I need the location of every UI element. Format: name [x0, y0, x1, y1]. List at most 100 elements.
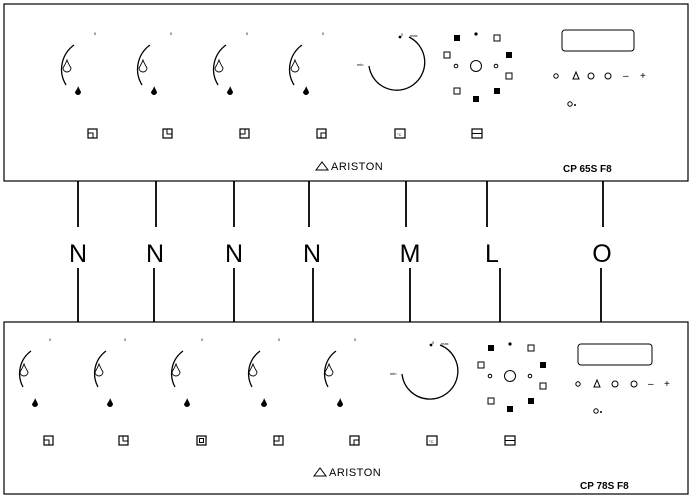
flame-large-icon	[75, 86, 81, 95]
defrost-icon	[527, 344, 535, 352]
timer-manual-icon	[567, 101, 573, 107]
knob-off-mark: 0	[94, 31, 97, 36]
flame-large-icon	[337, 398, 343, 407]
grill-icon	[539, 382, 547, 390]
zone-rear-left-icon	[118, 435, 129, 446]
thermostat-min-mark: min	[357, 62, 363, 67]
connector-N-4: N	[303, 181, 321, 322]
timer-manual-dot	[600, 411, 602, 413]
bottom-burner-knob-4[interactable]: 0	[247, 337, 281, 407]
knob-off-mark: 0	[322, 31, 325, 36]
bottom-model-label: CP 78S F8	[580, 481, 629, 492]
top-burner-knob-4[interactable]: 0	[288, 31, 325, 95]
timer-cook-start-icon[interactable]	[587, 72, 595, 80]
top-burner-knob-1[interactable]: 0	[60, 31, 97, 95]
selector-mark-right	[527, 373, 533, 379]
timer-minus-button[interactable]: –	[648, 379, 654, 390]
fan-grill-icon	[540, 362, 546, 368]
thermostat-min-mark: min	[390, 371, 396, 376]
zone-rear-left-icon	[162, 128, 173, 139]
bottom-burner-knob-2[interactable]: 0	[93, 337, 127, 407]
knob-off-mark: 0	[170, 31, 173, 36]
flame-small-icon	[171, 362, 181, 377]
selector-center-knob	[470, 60, 482, 72]
top-zone-icons: °C	[87, 128, 483, 139]
selector-off-dot	[474, 32, 478, 36]
svg-text:°C: °C	[397, 132, 402, 137]
flame-small-icon	[138, 58, 148, 73]
bottom-oven-function-selector[interactable]	[477, 342, 547, 412]
thermostat-dot	[429, 343, 433, 347]
flame-large-icon	[151, 86, 157, 95]
defrost-icon	[493, 34, 501, 42]
timer-bell-icon[interactable]	[575, 381, 581, 387]
connector-N-2: N	[146, 181, 164, 322]
timer-minus-button[interactable]: –	[623, 71, 629, 82]
connector-lines: N N N N M L O	[69, 181, 612, 322]
flame-large-icon	[107, 398, 113, 407]
thermostat-arc	[368, 36, 426, 91]
flame-small-icon	[248, 362, 258, 377]
top-panel-frame	[3, 3, 689, 182]
flame-large-icon	[227, 86, 233, 95]
bottom-oven-thermostat-knob[interactable]: 0 max min	[390, 340, 459, 400]
bottom-burner-knob-1[interactable]: 0	[18, 337, 52, 407]
bottom-timer[interactable]: – +	[575, 343, 670, 414]
oven-temperature-icon: °C	[426, 435, 438, 446]
conventional-icon	[494, 88, 500, 94]
fan-icon	[473, 96, 479, 102]
oven-function-icon	[504, 435, 516, 446]
oven-light-icon	[454, 35, 460, 41]
top-oven-thermostat-knob[interactable]: 0 max min	[357, 32, 426, 91]
bottom-heat-icon	[453, 87, 461, 95]
timer-bell-icon[interactable]	[553, 73, 559, 79]
flame-large-icon	[184, 398, 190, 407]
top-burner-knob-2[interactable]: 0	[136, 31, 173, 95]
connector-label: O	[592, 240, 611, 268]
timer-plus-button[interactable]: +	[664, 379, 670, 390]
connector-label: N	[146, 240, 164, 268]
bottom-burner-knob-5[interactable]: 0	[323, 337, 357, 407]
top-burner-knob-3[interactable]: 0	[212, 31, 249, 95]
top-oven-function-selector[interactable]	[443, 32, 513, 102]
knob-off-mark: 0	[354, 337, 357, 342]
timer-cook-end-icon[interactable]	[630, 380, 638, 388]
oven-temperature-icon: °C	[394, 128, 406, 139]
knob-arc	[247, 350, 261, 388]
timer-plus-button[interactable]: +	[640, 71, 646, 82]
timer-duration-icon[interactable]	[572, 70, 580, 80]
bottom-heat-icon	[487, 397, 495, 405]
ariston-logo-icon	[315, 161, 329, 171]
bottom-brand-logo: ARISTON	[313, 467, 381, 479]
timer-cook-start-icon[interactable]	[611, 380, 619, 388]
knob-off-mark: 0	[246, 31, 249, 36]
timer-cook-end-icon[interactable]	[604, 72, 612, 80]
connector-L: L	[485, 181, 501, 322]
selector-center-knob	[504, 370, 516, 382]
zone-front-right-icon	[316, 128, 327, 139]
selector-mark-left	[453, 63, 459, 69]
top-heat-icon	[477, 361, 485, 369]
connector-O: O	[592, 181, 612, 322]
flame-large-icon	[32, 398, 38, 407]
selector-off-dot	[508, 342, 512, 346]
oven-light-icon	[488, 345, 494, 351]
oven-function-icon	[471, 128, 483, 139]
timer-duration-icon[interactable]	[593, 378, 601, 388]
knob-off-mark: 0	[124, 337, 127, 342]
knob-arc	[93, 350, 107, 388]
bottom-panel-frame	[3, 321, 689, 495]
fan-grill-icon	[506, 52, 512, 58]
fan-icon	[507, 406, 513, 412]
bottom-burner-knob-3[interactable]: 0	[170, 337, 204, 407]
top-timer[interactable]: – +	[553, 29, 646, 107]
timer-manual-icon	[593, 408, 599, 414]
timer-display	[577, 343, 653, 366]
top-brand-name: ARISTON	[331, 161, 383, 173]
ariston-logo-icon	[313, 467, 327, 477]
grill-icon	[505, 72, 513, 80]
connector-label: N	[69, 240, 87, 268]
selector-mark-right	[493, 63, 499, 69]
top-control-panel: 0 0 0 0 0 max min	[3, 3, 689, 182]
